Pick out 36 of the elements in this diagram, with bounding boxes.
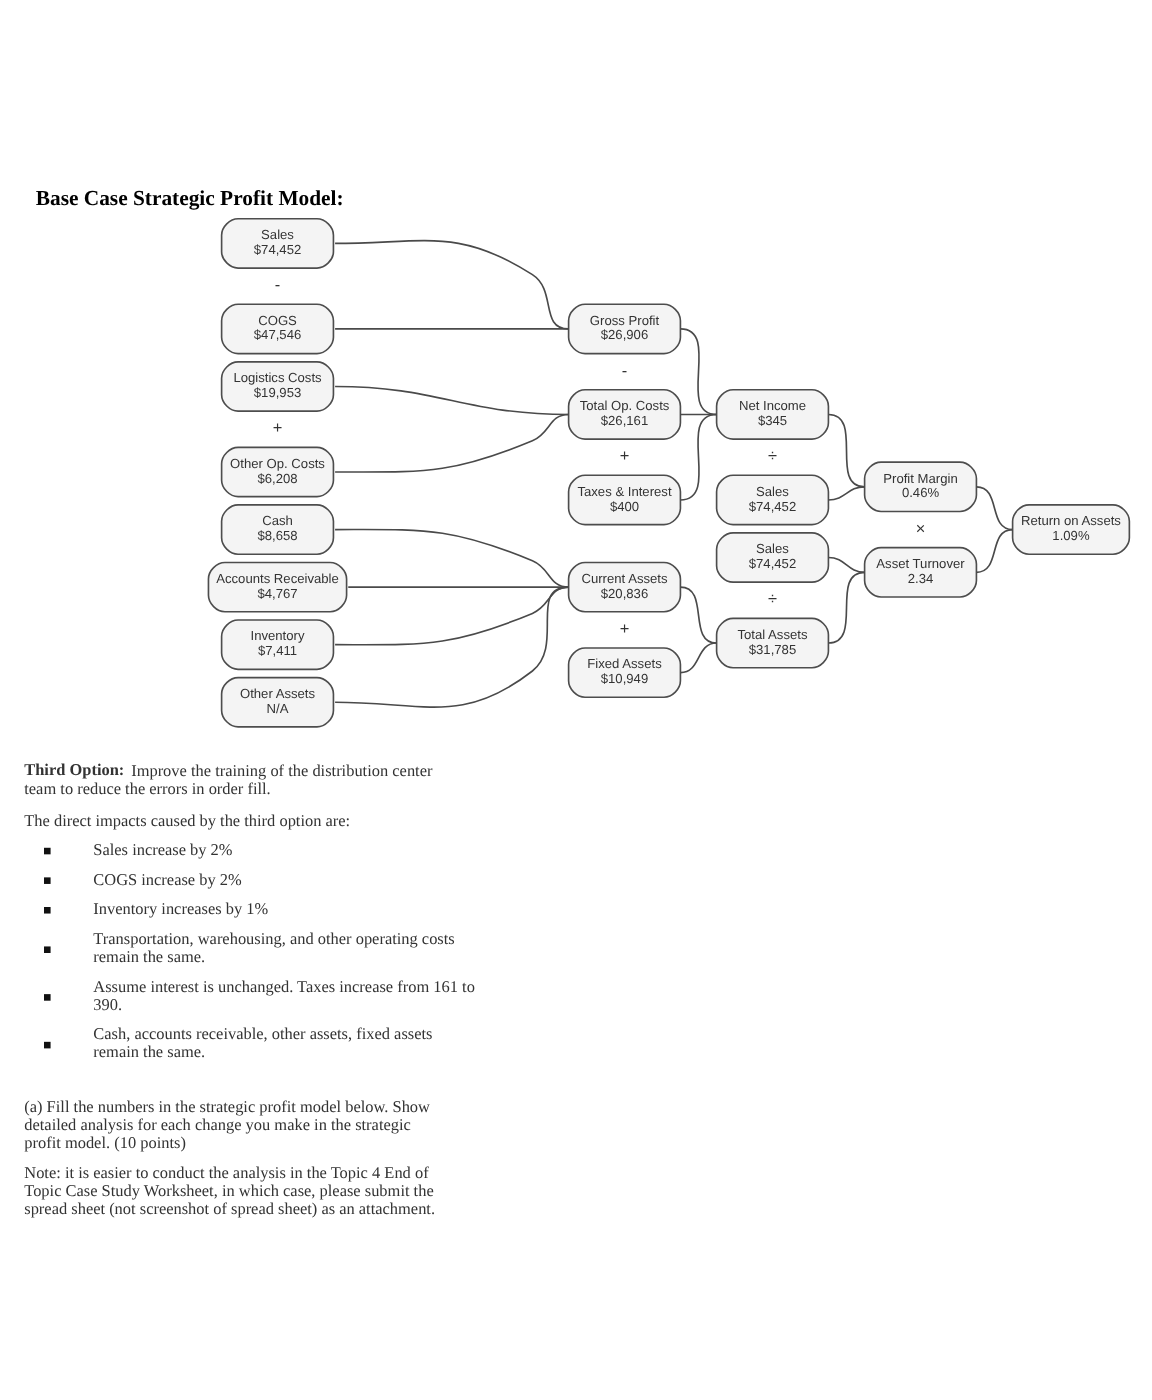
connector [679,327,718,415]
label: Sales increase by 2% [93,840,233,859]
connector [827,555,866,573]
label: Third Option: Improve the training of the distribution center team to reduce the errors in order fill. [24,759,433,798]
label: The direct impacts caused by the third option are: [24,810,351,829]
connector [334,585,570,707]
connector [334,527,570,587]
connector [827,570,866,643]
label: - [274,275,281,294]
label: COGS increase by 2% [93,869,242,888]
connector [679,585,718,643]
connector [827,412,866,487]
connector [334,585,570,645]
connector [334,327,570,329]
label: - [621,360,628,379]
connector [679,641,718,673]
label: + [272,418,283,437]
label: Note: it is easier to conduct the analysis in the Topic 4 End of Topic Case Study Worksheet, in which case, please submit the spread sheet (not screenshot of spread sheet) as an attachment. [24,1162,436,1217]
connector [347,585,570,587]
connector [334,412,570,472]
connector [334,238,570,329]
label: + [619,446,630,465]
label: Inventory increases by 1% [93,899,269,918]
connector [679,412,718,500]
connector [975,527,1014,573]
label: + [619,618,630,637]
connector [827,485,866,500]
label: Cash, accounts receivable, other assets, fixed assets remain the same. [93,1024,433,1061]
connector [975,485,1014,530]
label: ÷ [768,589,778,608]
label: Transportation, warehousing, and other operating costs remain the same. [93,928,455,966]
label: ÷ [768,446,778,465]
label: Assume interest is unchanged. Taxes increase from 161 to 390. [93,976,475,1013]
label: × [915,518,926,537]
label: (a) Fill the numbers in the strategic profit model below. Show detailed analysis for each change you make in the strategic profit model. (10 points) [24,1096,430,1151]
diagram-title: Base Case Strategic Profit Model: [35,185,344,210]
